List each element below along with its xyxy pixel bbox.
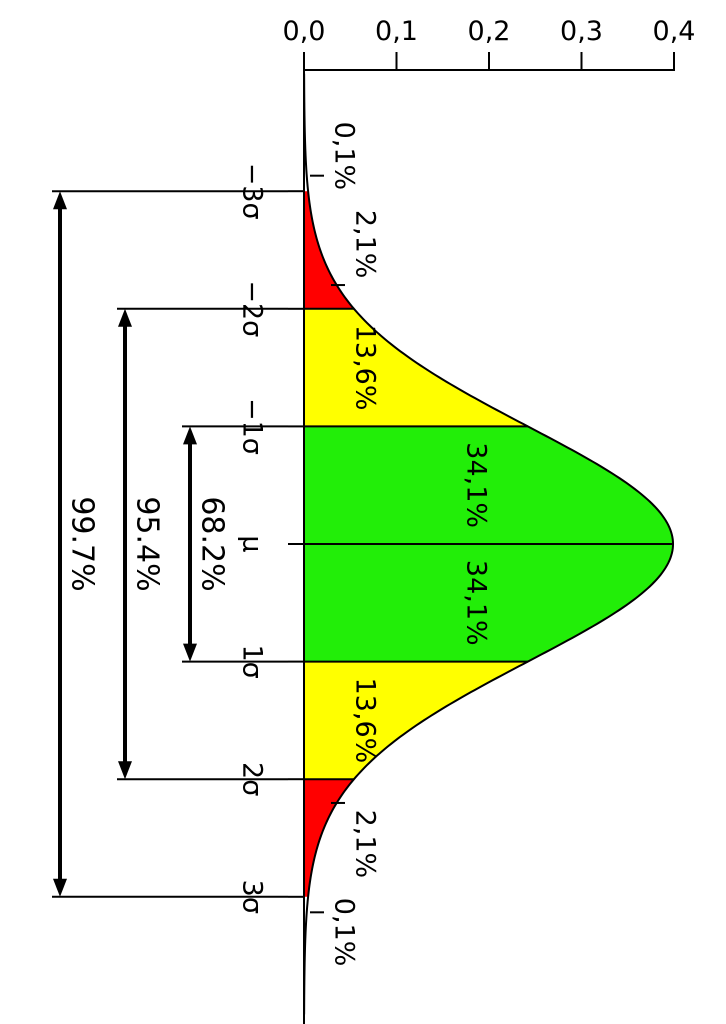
density-tick-label: 0,2 bbox=[468, 16, 511, 47]
band-percent-label: 34,1% bbox=[461, 560, 492, 646]
band-percent-label: 13,6% bbox=[350, 325, 381, 411]
sigma-tick-label: −2σ bbox=[237, 280, 268, 337]
curve-layer bbox=[303, 73, 675, 1015]
range-arrow-head bbox=[53, 878, 67, 897]
label-layer: 0,0 0,1 0,2 0,3 0,4 −3σ −2σ −1σ μ 1σ 2σ 3σ 2,1% 13,6%… bbox=[65, 16, 696, 966]
range-percent-label: 95.4% bbox=[130, 496, 165, 591]
range-percent-label: 99.7% bbox=[65, 496, 100, 591]
density-tick-label: 0,0 bbox=[283, 16, 326, 47]
band-1 bbox=[304, 191, 354, 309]
band-percent-label: 2,1% bbox=[350, 210, 381, 279]
boundary-layer bbox=[304, 307, 674, 781]
range-arrow-head bbox=[183, 426, 197, 445]
sigma-tick-label: −3σ bbox=[237, 163, 268, 220]
sigma-tick-label: μ bbox=[237, 535, 268, 552]
density-tick-label: 0,3 bbox=[560, 16, 603, 47]
range-arrow-head bbox=[53, 191, 67, 210]
sigma-tick-label: 1σ bbox=[237, 644, 268, 678]
density-tick-label: 0,1 bbox=[375, 16, 418, 47]
tail-percent-label: 0,1% bbox=[329, 122, 360, 191]
tail-percent-label: 0,1% bbox=[329, 898, 360, 967]
density-tick-label: 0,4 bbox=[653, 16, 696, 47]
axis-layer bbox=[288, 52, 675, 1024]
range-arrow-head bbox=[118, 308, 132, 327]
range-layer bbox=[52, 190, 288, 898]
band-6 bbox=[304, 779, 354, 897]
band-percent-label: 34,1% bbox=[461, 442, 492, 528]
range-arrow-head bbox=[118, 761, 132, 780]
band-percent-label: 2,1% bbox=[350, 810, 381, 879]
sigma-tick-label: −1σ bbox=[237, 398, 268, 455]
sigma-tick-label: 2σ bbox=[237, 762, 268, 796]
range-percent-label: 68.2% bbox=[195, 496, 230, 591]
range-arrow-head bbox=[183, 643, 197, 662]
band-percent-label: 13,6% bbox=[350, 678, 381, 764]
density-curve bbox=[303, 73, 675, 1015]
sigma-tick-label: 3σ bbox=[237, 880, 268, 914]
